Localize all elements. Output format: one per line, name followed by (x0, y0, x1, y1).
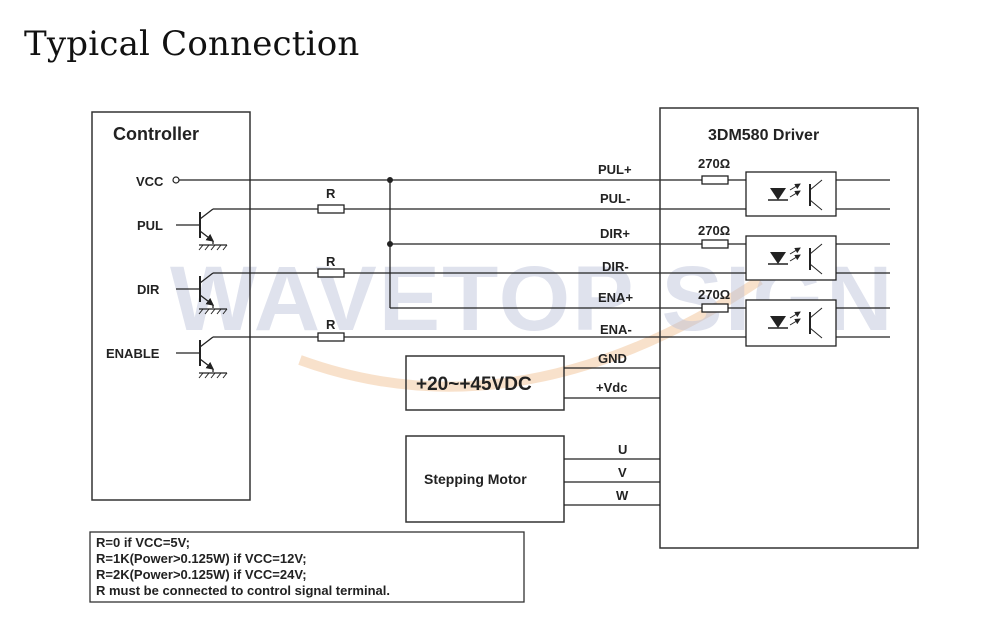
vdc-label: +Vdc (596, 380, 627, 395)
resistor-enable-label: R (326, 317, 336, 332)
ena-plus-label: ENA+ (598, 290, 633, 305)
power-supply-label: +20~+45VDC (416, 374, 532, 395)
note-line: R must be connected to control signal te… (96, 583, 390, 598)
controller-title: Controller (113, 124, 199, 144)
gnd-label: GND (598, 351, 627, 366)
controller-box (91, 111, 251, 501)
optocoupler-dir (745, 235, 837, 281)
note-line: R=1K(Power>0.125W) if VCC=12V; (96, 551, 307, 566)
optocoupler-pul (745, 171, 837, 217)
page-title: Typical Connection (24, 24, 360, 64)
driver-title: 3DM580 Driver (708, 127, 819, 144)
dir-plus-label: DIR+ (600, 226, 630, 241)
note-line: R=0 if VCC=5V; (96, 535, 190, 550)
enable-label: ENABLE (106, 346, 160, 361)
driver-resistor-dir: 270Ω (698, 223, 730, 249)
transistor-enable: ENABLE (106, 336, 335, 379)
transistor-dir: DIR (137, 272, 335, 315)
power-supply-box (405, 355, 565, 411)
resistor-dir-label: R (326, 254, 336, 269)
ena-minus-label: ENA- (600, 322, 632, 337)
resistor-pul-label: R (326, 186, 336, 201)
pul-plus-label: PUL+ (598, 162, 632, 177)
svg-text:270Ω: 270Ω (698, 287, 730, 302)
dir-label: DIR (137, 282, 160, 297)
w-label: W (616, 488, 629, 503)
optocoupler-enable (745, 299, 837, 347)
pul-label: PUL (137, 218, 163, 233)
svg-text:270Ω: 270Ω (698, 156, 730, 171)
v-label: V (618, 465, 627, 480)
u-label: U (618, 442, 627, 457)
pul-minus-label: PUL- (600, 191, 630, 206)
note-line: R=2K(Power>0.125W) if VCC=24V; (96, 567, 307, 582)
transistor-pul: PUL (137, 208, 335, 251)
driver-box (659, 107, 919, 549)
stepping-motor-label: Stepping Motor (424, 471, 527, 487)
dir-minus-label: DIR- (602, 259, 629, 274)
junction-dot (387, 177, 393, 183)
driver-resistor-enable: 270Ω (698, 287, 730, 313)
vcc-label: VCC (136, 174, 164, 189)
stepping-motor-box (405, 435, 565, 523)
driver-resistor-pul: 270Ω (698, 156, 730, 185)
notes-box (89, 531, 525, 603)
vcc-terminal (172, 176, 180, 184)
svg-text:270Ω: 270Ω (698, 223, 730, 238)
